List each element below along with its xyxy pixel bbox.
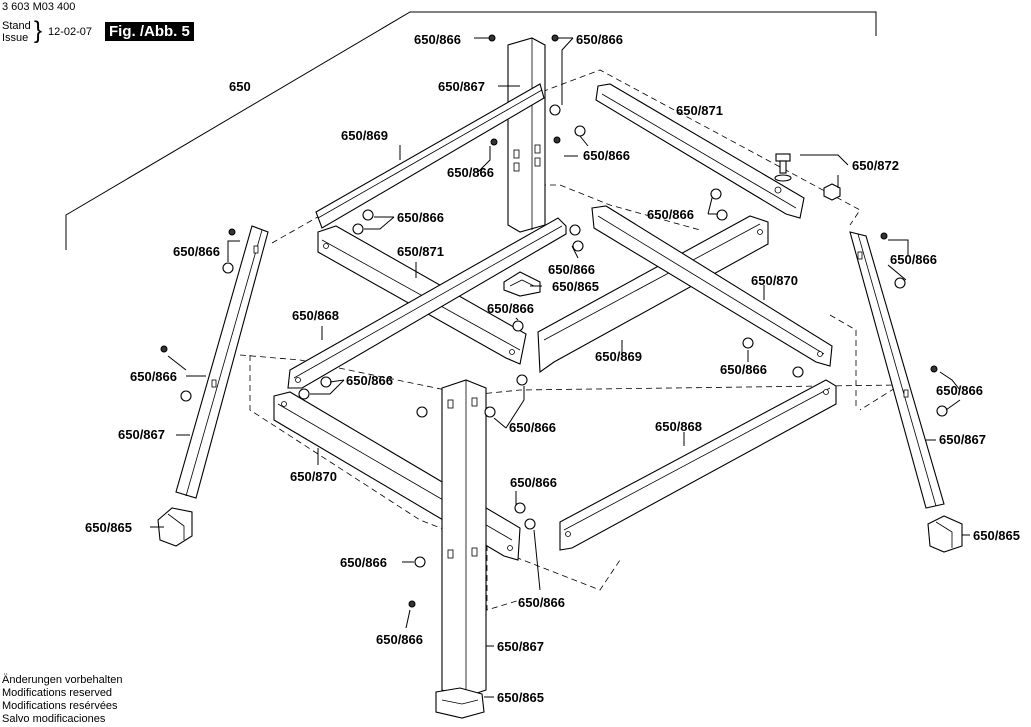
callout-label: 650/871 [676,103,723,118]
callout-label: 650/867 [438,79,485,94]
callout-label: 650/866 [130,369,177,384]
callout-labels: 650/866 650/866 650 650/867 650/871 650/… [85,32,1020,705]
footer-line: Modifications reserved [2,687,113,699]
fasteners [160,34,948,608]
footer-notice: Änderungen vorbehalten Modifications res… [2,674,122,726]
callout-label: 650/865 [497,690,544,705]
callout-label: 650/872 [852,158,899,173]
foot-left [157,507,193,547]
callout-label: 650/866 [340,555,387,570]
callout-label: 650/870 [290,469,337,484]
callout-label: 650/866 [509,420,556,435]
header: 3 603 M03 400 Stand Issue } 12-02-07 Fig… [0,0,220,48]
callout-label: 650/866 [518,595,565,610]
leader-lines [150,37,970,698]
callout-label: 650/869 [595,349,642,364]
callout-label: 650/869 [341,128,388,143]
doc-number: 3 603 M03 400 [2,1,76,13]
callout-label: 650/866 [414,32,461,47]
callout-label: 650/866 [397,210,444,225]
footer-line: Änderungen vorbehalten [2,674,123,686]
callout-label: 650/871 [397,244,444,259]
rail-front-right [537,215,769,374]
callout-label: 650/866 [576,32,623,47]
callout-label: 650/866 [647,207,694,222]
stand-label: Stand [2,20,31,32]
callout-label: 650/866 [720,362,767,377]
footer-line: Salvo modificaciones [2,713,106,725]
front-leg [441,379,487,699]
rail-upper-right [595,83,805,219]
rear-leg [507,37,546,233]
callout-label: 650/867 [118,427,165,442]
callout-label: 650/866 [487,301,534,316]
callout-label: 650/866 [376,632,423,647]
callout-label: 650/868 [655,419,702,434]
callout-label: 650/866 [548,262,595,277]
group-bracket [65,11,877,250]
rail-mid-left [287,217,567,389]
callout-label: 650/865 [85,520,132,535]
issue-label: Issue [2,32,29,44]
callout-label: 650/865 [973,528,1020,543]
callout-label: 650/866 [510,475,557,490]
callout-label: 650 [229,79,251,94]
callout-label: 650/865 [552,279,599,294]
rail-mid-right [591,205,833,367]
rail-lower-right [559,379,837,551]
callout-label: 650/866 [447,165,494,180]
callout-label: 650/866 [346,373,393,388]
brace: } [34,17,43,44]
callout-label: 650/870 [751,273,798,288]
callout-label: 650/866 [583,148,630,163]
callout-label: 650/868 [292,308,339,323]
figure-label: Fig. /Abb. 5 [105,22,194,41]
callout-label: 650/866 [890,252,937,267]
callout-label: 650/867 [497,639,544,654]
foot-front [435,687,485,719]
callout-label: 650/867 [939,432,986,447]
callout-label: 650/866 [936,383,983,398]
left-leg [175,225,269,499]
right-leg [849,231,945,509]
foot-center [503,271,541,297]
bolt-assembly [774,153,841,201]
date: 12-02-07 [48,26,93,38]
foot-right [927,515,963,553]
callout-label: 650/866 [173,244,220,259]
footer-line: Modifications resérvées [2,700,118,712]
rail-upper-left [315,83,545,229]
